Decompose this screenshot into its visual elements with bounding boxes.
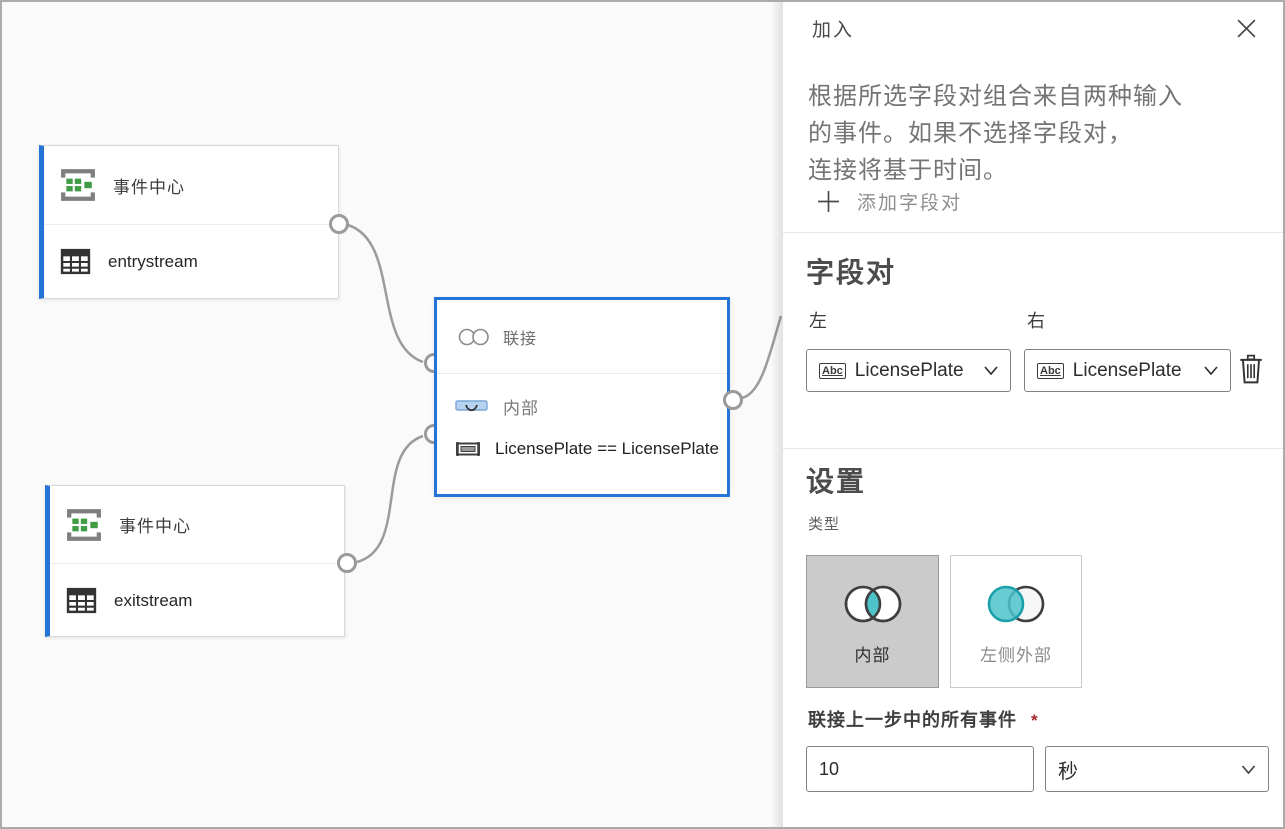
string-type-icon: Abc [1037,362,1064,379]
panel-title: 加入 [812,20,855,41]
event-hub-icon [67,508,101,541]
node-subtitle: entrystream [108,251,198,271]
right-field-dropdown[interactable]: Abc LicensePlate [1024,349,1231,392]
description-line: 根据所选字段对组合来自两种输入 [808,83,1183,110]
diagram-canvas[interactable]: 事件中心 entrystream [2,2,783,827]
join-venn-icon [458,328,489,345]
close-icon [1237,19,1255,37]
join-window-unit-value: 秒 [1058,760,1078,783]
join-type-option-label: 左侧外部 [980,646,1052,665]
add-field-pair-label: 添加字段对 [857,193,963,214]
join-condition-row: LicensePlate == LicensePlate [455,439,727,459]
node-title: 事件中心 [113,177,185,197]
left-outer-join-venn-icon [987,585,1045,623]
right-field-label: 右 [1027,311,1045,331]
join-output-port[interactable] [723,390,743,410]
join-node-title: 联接 [503,330,538,348]
inner-join-mini-icon [455,400,488,412]
add-field-pair-button[interactable]: 添加字段对 [817,188,962,215]
node-join[interactable]: 联接 内部 LicensePlat [434,297,730,497]
join-type-option-inner[interactable]: 内部 [806,555,939,688]
node-title: 事件中心 [119,517,191,536]
chevron-down-icon [984,366,998,375]
node-subtitle: exitstream [114,590,193,610]
plus-icon [818,191,839,212]
panel-edge-shadow [771,2,783,827]
chevron-down-icon [1204,366,1218,375]
trash-icon [1240,354,1262,384]
close-button[interactable] [1233,15,1259,41]
inner-join-venn-icon [844,585,901,623]
section-divider [783,232,1283,233]
exitstream-output-port[interactable] [337,553,357,573]
table-icon [60,248,91,275]
left-field-label: 左 [809,311,827,331]
event-hub-icon [61,169,95,201]
join-window-value-input[interactable] [806,746,1034,792]
join-type-option-label: 内部 [854,646,891,665]
type-label: 类型 [808,516,841,533]
delete-field-pair-button[interactable] [1238,354,1266,386]
right-field-value: LicensePlate [1072,359,1182,381]
panel-description: 根据所选字段对组合来自两种输入 的事件。如果不选择字段对， 连接将基于时间。 [808,78,1253,189]
join-window-label: 联接上一步中的所有事件 [808,710,1017,730]
left-field-value: LicensePlate [854,359,964,381]
connection-entry-to-join [347,223,424,364]
node-entrystream-header[interactable]: 事件中心 [44,146,338,224]
join-type-option-left-outer[interactable]: 左侧外部 [950,555,1082,688]
section-divider [783,448,1283,449]
entrystream-output-port[interactable] [329,214,349,234]
node-entrystream[interactable]: 事件中心 entrystream [39,145,339,299]
field-pair-heading: 字段对 [806,257,897,288]
required-asterisk: * [1031,711,1038,730]
join-settings-panel: 加入 根据所选字段对组合来自两种输入 的事件。如果不选择字段对， 连接将基于时间… [783,2,1283,827]
join-type-row: 内部 [455,394,727,419]
table-icon [66,587,97,614]
node-entrystream-stream[interactable]: entrystream [44,224,338,298]
join-window-unit-dropdown[interactable]: 秒 [1045,746,1269,792]
node-exitstream[interactable]: 事件中心 exitstream [45,485,345,637]
node-exitstream-stream[interactable]: exitstream [50,563,344,637]
connection-exit-to-join [356,434,424,564]
join-node-header[interactable]: 联接 [437,300,727,374]
join-type-value: 内部 [503,399,539,418]
chevron-down-icon [1241,764,1256,774]
settings-heading: 设置 [806,466,867,497]
license-plate-icon [456,442,480,456]
string-type-icon: Abc [819,362,846,379]
node-exitstream-header[interactable]: 事件中心 [50,486,344,563]
description-line: 的事件。如果不选择字段对， [808,120,1133,147]
join-condition-value: LicensePlate == LicensePlate [495,439,719,458]
left-field-dropdown[interactable]: Abc LicensePlate [806,349,1011,392]
description-line: 连接将基于时间。 [808,157,1008,184]
